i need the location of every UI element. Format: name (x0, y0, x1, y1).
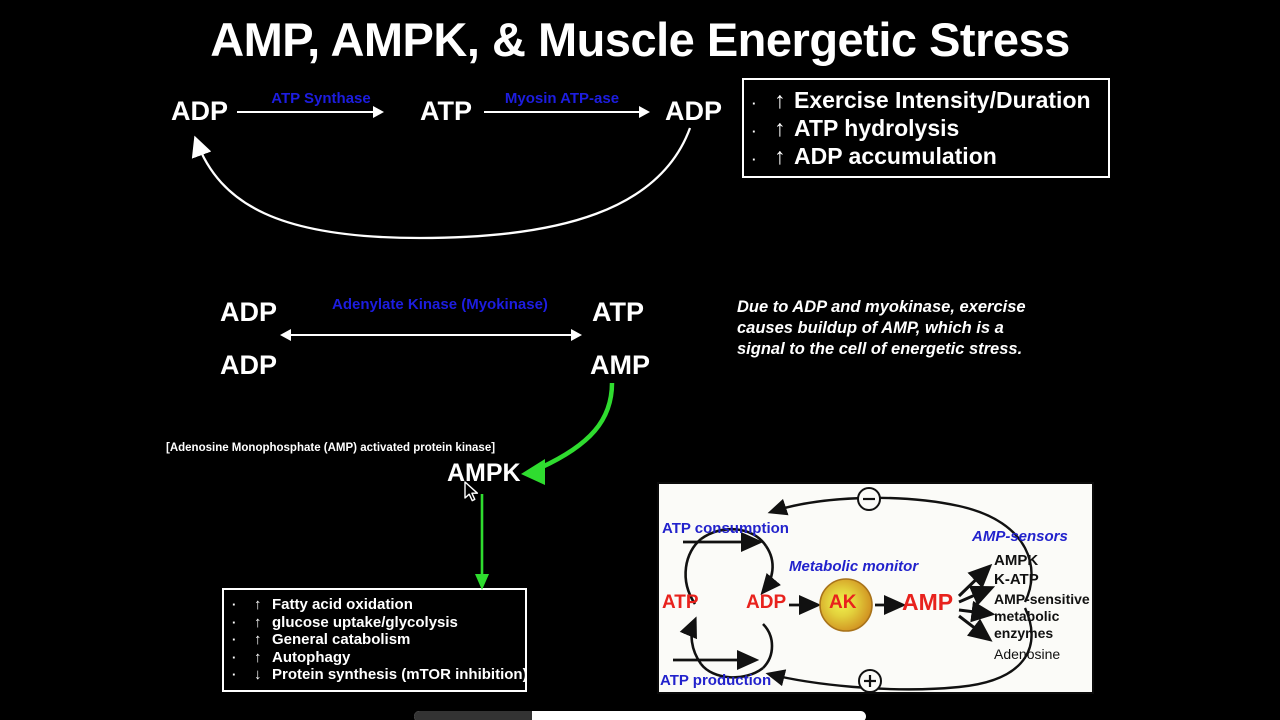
list-item: · ↑ ATP hydrolysis (752, 114, 1098, 142)
pathway-mid-node-adp-top: ADP (220, 297, 278, 327)
figure-sensor-item: metabolic (994, 608, 1060, 624)
list-item-label: Protein synthesis (mTOR inhibition) (272, 666, 528, 683)
arrow-atp-to-adp (484, 106, 650, 118)
list-item: · ↑ Exercise Intensity/Duration (752, 86, 1098, 114)
pathway-mid-node-amp: AMP (590, 350, 650, 380)
note-line-1: Due to ADP and myokinase, exercise (737, 298, 1026, 316)
bullet-dot: · (232, 667, 237, 682)
ampk-effects-list: · ↑ Fatty acid oxidation · ↑ glucose upt… (232, 596, 528, 684)
direction-arrow-icon: ↑ (254, 631, 262, 648)
figure-sensor-item: Adenosine (994, 646, 1061, 662)
recycle-arrow-adp (191, 127, 692, 240)
note-line-2: causes buildup of AMP, which is a (737, 319, 1004, 337)
pathway-mid-enzyme: Adenylate Kinase (Myokinase) (332, 296, 548, 314)
figure-adp-node: ADP (746, 592, 787, 613)
pathway-top-enzyme-atp-synthase: ATP Synthase (271, 90, 371, 107)
energetic-stress-box: · ↑ Exercise Intensity/Duration · ↑ ATP … (742, 78, 1110, 178)
enzyme-name-line1: Adenylate Kinase (332, 296, 458, 313)
ampk-effects-box: · ↑ Fatty acid oxidation · ↑ glucose upt… (222, 588, 528, 692)
direction-arrow-icon: ↓ (254, 666, 262, 683)
direction-arrow-icon: ↑ (254, 596, 262, 613)
list-item-label: glucose uptake/glycolysis (272, 613, 458, 631)
pathway-mid-node-atp: ATP (592, 297, 644, 327)
bullet-dot: · (232, 614, 237, 630)
figure-atp-production-label: ATP production (660, 672, 772, 689)
video-progress-bar[interactable] (414, 711, 866, 720)
ak-metabolic-monitor-figure: ATP consumption ATP production ATP ADP A… (657, 482, 1094, 694)
list-item-label: General catabolism (272, 631, 411, 648)
list-item-label: ADP accumulation (794, 143, 997, 169)
amp-to-ampk-arrow (539, 382, 615, 471)
figure-metabolic-monitor-label: Metabolic monitor (789, 558, 919, 575)
amp-to-ampk-arrowhead (521, 459, 545, 485)
pathway-top-node-atp: ATP (420, 96, 472, 126)
figure-sensor-item: AMP-sensitive (994, 591, 1090, 607)
figure-amp-node: AMP (902, 589, 954, 615)
figure-atp-node: ATP (662, 592, 699, 613)
arrow-adp-to-atp (237, 106, 384, 118)
direction-arrow-icon: ↑ (774, 87, 786, 113)
bullet-dot: · (232, 632, 237, 647)
bullet-dot: · (752, 96, 757, 111)
mouse-cursor-icon (464, 481, 479, 502)
energetic-stress-list: · ↑ Exercise Intensity/Duration · ↑ ATP … (752, 86, 1098, 170)
note-line-3: signal to the cell of energetic stress. (737, 340, 1023, 358)
list-item-label: Exercise Intensity/Duration (794, 87, 1091, 113)
bullet-dot: · (752, 152, 757, 167)
list-item-label: Autophagy (272, 648, 351, 666)
video-progress-fill (414, 711, 532, 720)
figure-sensor-item: AMPK (994, 552, 1039, 569)
pathway-top-node-adp-1: ADP (171, 96, 229, 126)
figure-sensor-item: enzymes (994, 625, 1054, 641)
figure-sensor-item: K-ATP (994, 571, 1039, 588)
direction-arrow-icon: ↑ (774, 143, 786, 169)
list-item-label: ATP hydrolysis (794, 115, 960, 141)
list-item: · ↑ ADP accumulation (752, 142, 1098, 170)
explanatory-note: Due to ADP and myokinase, exercise cause… (737, 297, 1087, 360)
direction-arrow-icon: ↑ (254, 613, 262, 631)
list-item: · ↓ Protein synthesis (mTOR inhibition) (232, 666, 528, 684)
figure-atp-consumption-label: ATP consumption (662, 520, 789, 537)
page-title: AMP, AMPK, & Muscle Energetic Stress (210, 13, 1070, 66)
direction-arrow-icon: ↑ (254, 648, 262, 666)
pathway-top-node-adp-2: ADP (665, 96, 723, 126)
list-item: · ↑ Autophagy (232, 649, 515, 667)
bullet-dot: · (752, 124, 757, 139)
pathway-mid-node-adp-bottom: ADP (220, 350, 278, 380)
figure-vector-layer (673, 487, 1033, 692)
direction-arrow-icon: ↑ (774, 115, 786, 141)
ampk-expansion-caption: [Adenosine Monophosphate (AMP) activated… (166, 442, 496, 454)
enzyme-name-line2: (Myokinase) (461, 296, 548, 313)
figure-ak-node: AK (829, 592, 857, 613)
list-item-label: Fatty acid oxidation (272, 596, 413, 613)
pathway-top-enzyme-myosin-atpase: Myosin ATP-ase (504, 90, 620, 107)
list-item: · ↑ Fatty acid oxidation (232, 596, 515, 614)
figure-amp-sensors-header: AMP-sensors (972, 528, 1068, 545)
arrow-adenylate-kinase-bidirectional (280, 329, 582, 341)
list-item: · ↑ General catabolism (232, 631, 515, 649)
bullet-dot: · (232, 649, 237, 665)
bullet-dot: · (232, 597, 237, 612)
list-item: · ↑ glucose uptake/glycolysis (232, 614, 515, 632)
ampk-label: AMPK (447, 459, 521, 487)
